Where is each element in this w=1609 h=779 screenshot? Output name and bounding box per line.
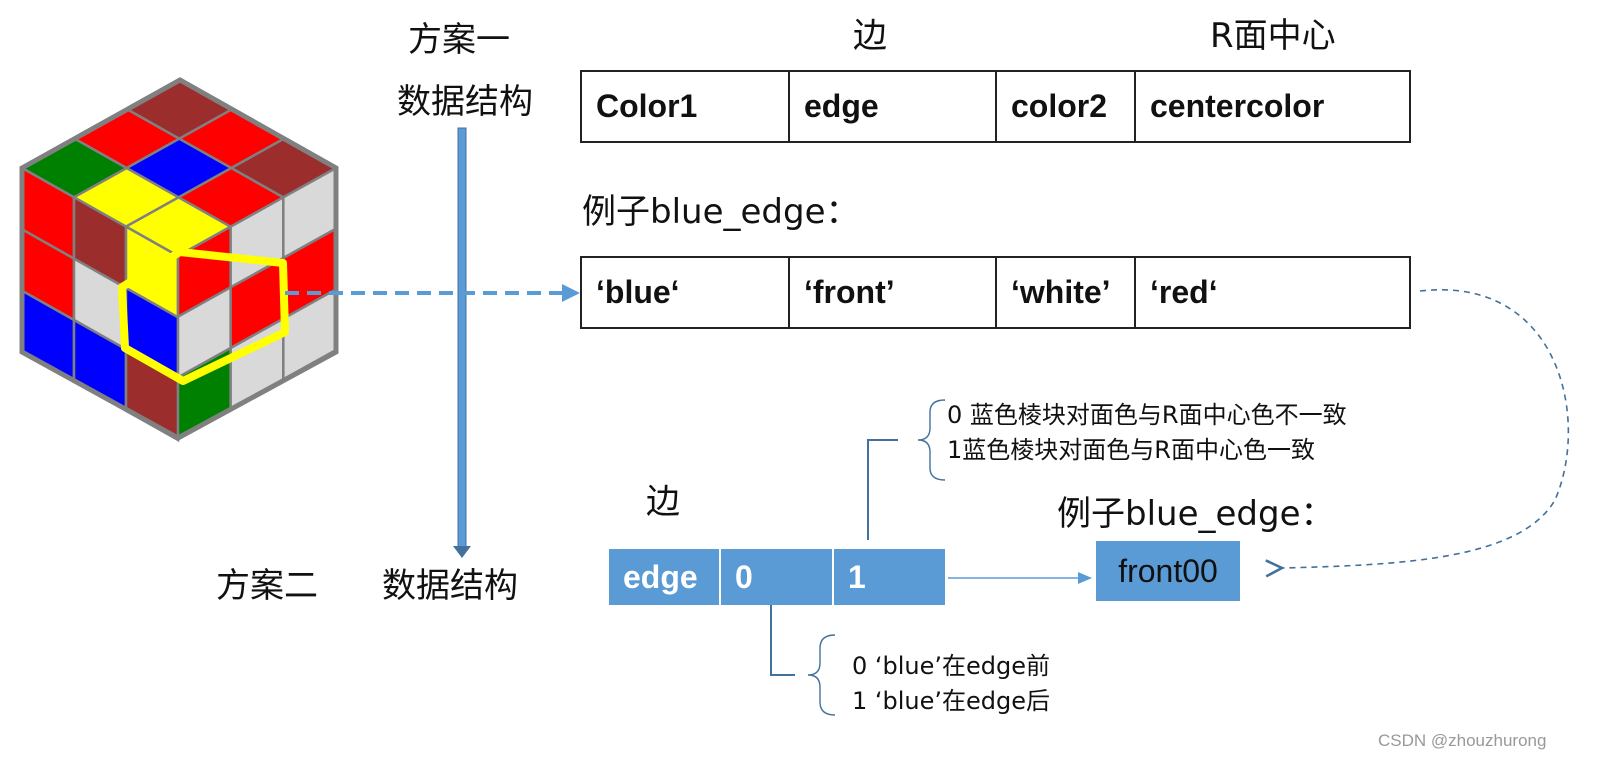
table1-cell-edge: edge [790, 72, 997, 141]
blue-cell-0: 0 [721, 549, 834, 605]
table1-header-center: R面中心 [1210, 16, 1336, 56]
watermark: CSDN @zhouzhurong [1378, 731, 1547, 750]
top-note-connector [867, 439, 898, 540]
structure-table: Color1 edge color2 centercolor [580, 70, 1411, 143]
table-to-value-arrowhead [1078, 572, 1092, 584]
blue-edge-highlight [118, 248, 289, 385]
plan2-title: 方案二 [216, 566, 318, 606]
table1-cell-color1: Color1 [582, 72, 790, 141]
example2-value-box: front00 [1096, 541, 1240, 601]
table2-cell-front: ‘front’ [790, 258, 997, 327]
table2-cell-white: ‘white’ [997, 258, 1136, 327]
plan1-title: 方案一 [408, 20, 510, 60]
top-note-brace [917, 399, 946, 481]
vertical-arrow-head [453, 546, 471, 558]
example2-label: 例子blue_edge： [1057, 494, 1335, 534]
top-note-line1: 0 蓝色棱块对面色与R面中心色不一致 [947, 401, 1347, 429]
blue-table: edge 0 1 [609, 549, 945, 605]
table2-cell-red: ‘red‘ [1150, 274, 1218, 310]
plan1-subtitle: 数据结构 [397, 82, 533, 122]
bottom-note-connector [770, 605, 795, 676]
blue-cell-edge: edge [609, 549, 721, 605]
table2-cell-blue: ‘blue‘ [582, 258, 790, 327]
bottom-note-line2: 1 ‘blue’在edge后 [852, 687, 1051, 715]
curved-dashed-arrow [1265, 288, 1570, 578]
bottom-note-brace [807, 634, 836, 716]
bottom-note-line1: 0 ‘blue’在edge前 [852, 652, 1051, 680]
cube-to-table-arrowhead [562, 284, 580, 302]
table1-header-edge: 边 [853, 16, 887, 56]
blue-cell-1: 1 [834, 549, 945, 605]
example1-label: 例子blue_edge： [582, 192, 860, 232]
table1-cell-centercolor: centercolor [1150, 88, 1325, 124]
blue-table-header: 边 [646, 482, 680, 522]
vertical-arrow-shaft [457, 127, 467, 549]
example2-value: front00 [1118, 552, 1218, 589]
plan2-subtitle: 数据结构 [382, 566, 518, 606]
top-note-line2: 1蓝色棱块对面色与R面中心色一致 [947, 436, 1315, 464]
table1-cell-color2: color2 [997, 72, 1136, 141]
cube-outline [19, 77, 339, 441]
example-table: ‘blue‘ ‘front’ ‘white’ ‘red‘ [580, 256, 1411, 329]
